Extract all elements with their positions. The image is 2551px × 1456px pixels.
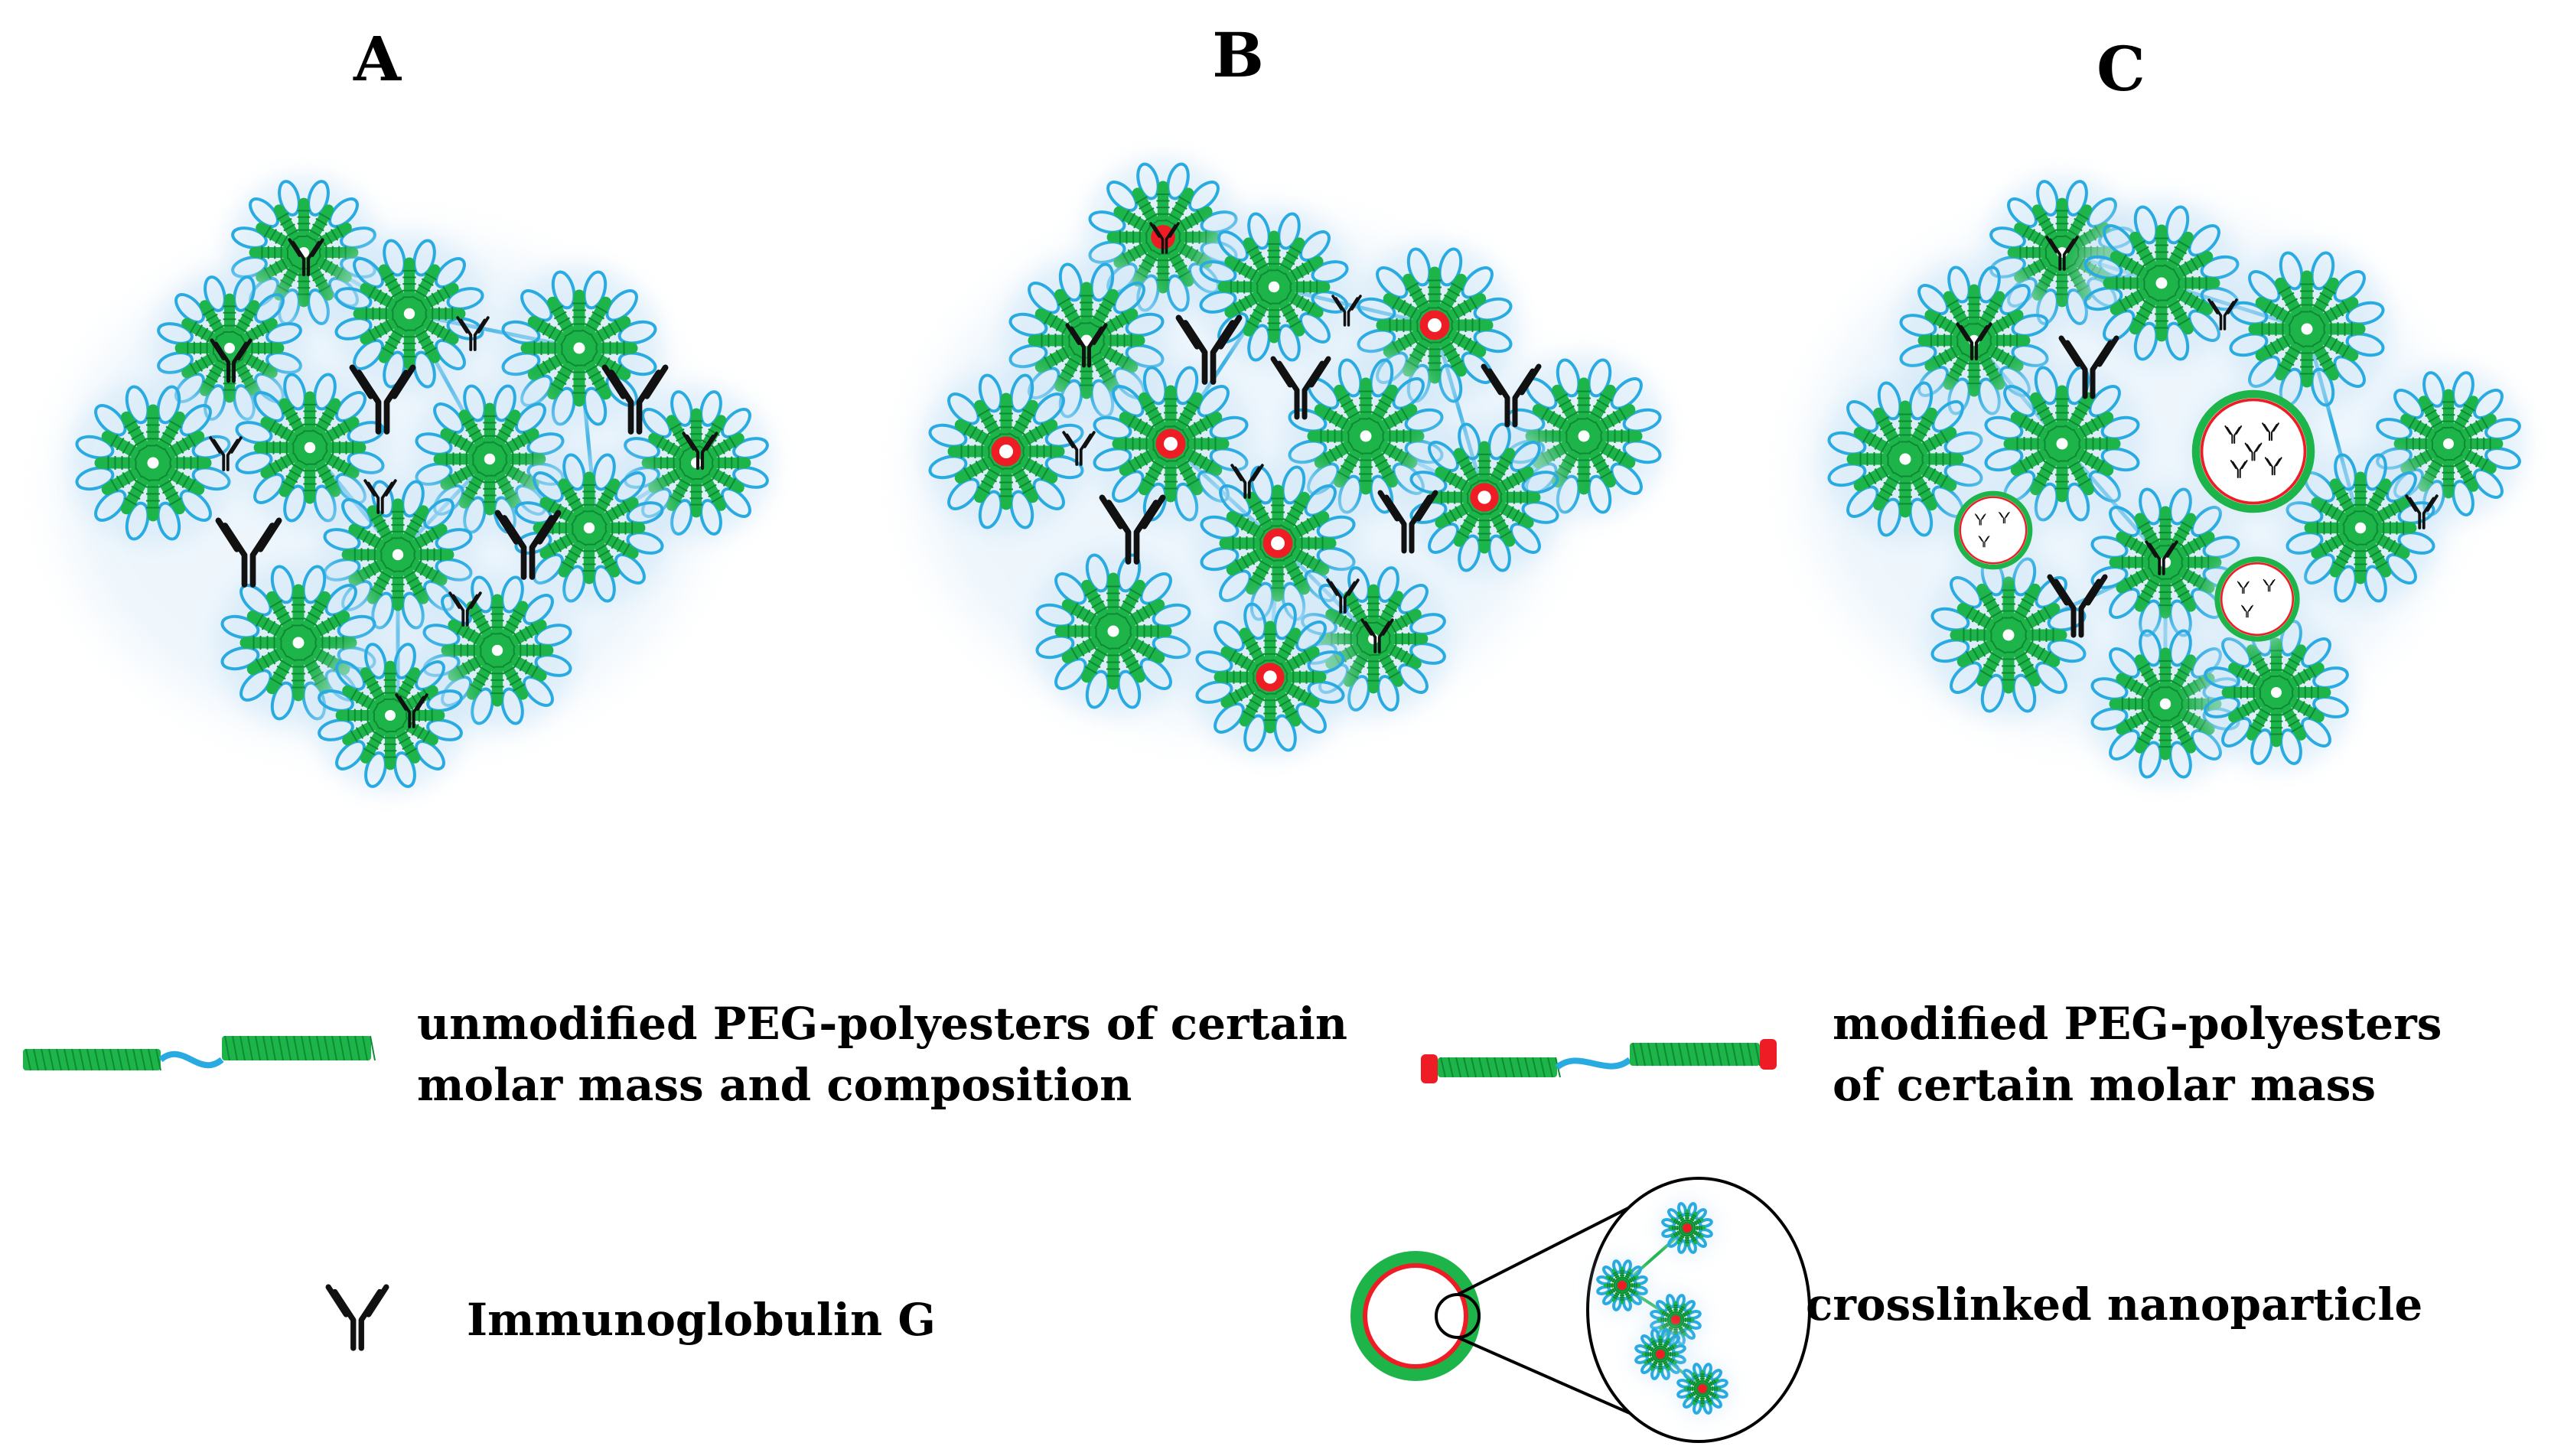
panel-label-c: C — [2097, 33, 2145, 105]
micelle — [1979, 360, 2145, 527]
micelle — [1676, 1362, 1729, 1415]
micelle — [70, 379, 236, 546]
immunoglobulin-icon — [209, 436, 243, 471]
immunoglobulin-icon — [1377, 490, 1438, 554]
legend: unmodified PEG-polyesters of certain mol… — [23, 998, 2442, 1443]
micelle — [329, 233, 490, 394]
immunoglobulin-icon — [2244, 442, 2263, 461]
unmodified-peg-chain-icon — [23, 1035, 376, 1071]
micelle — [2085, 482, 2246, 643]
micelle — [1087, 360, 1254, 527]
immunoglobulin-icon — [1065, 323, 1108, 368]
immunoglobulin-icon — [215, 517, 282, 588]
immunoglobulins — [209, 222, 2439, 728]
immunoglobulin-icon — [1149, 222, 1180, 254]
micelle — [312, 637, 468, 793]
immunoglobulin-icon — [448, 591, 482, 627]
legend-unmodified-line1: unmodified PEG-polyesters of certain — [417, 998, 1347, 1050]
immunoglobulin-icon — [1999, 511, 2010, 524]
immunoglobulin-icon — [325, 1284, 389, 1351]
immunoglobulin-icon — [1326, 578, 1360, 614]
micelle — [2370, 366, 2527, 522]
immunoglobulin-icon — [1099, 494, 1166, 565]
legend-unmodified-line2: molar mass and composition — [417, 1059, 1132, 1111]
immunoglobulin-icon — [325, 1284, 389, 1351]
micelle — [509, 448, 670, 608]
modified-peg-chain-icon — [1421, 1039, 1777, 1083]
micelle — [1404, 417, 1565, 578]
legend-nanoparticle-label: crosslinked nanoparticle — [1806, 1278, 2422, 1331]
nanoparticles — [1949, 386, 2318, 647]
nanoparticle — [1949, 486, 2038, 575]
micelle — [2280, 448, 2441, 608]
immunoglobulin-icon — [1175, 314, 1243, 385]
micelle — [230, 367, 390, 528]
immunoglobulin-icon — [1230, 464, 1264, 499]
immunoglobulin-icon — [1270, 356, 1331, 420]
immunoglobulin-icon — [494, 510, 562, 580]
immunoglobulin-icon — [1978, 536, 1990, 548]
immunoglobulin-icon — [2264, 457, 2282, 476]
immunoglobulin-icon — [1974, 513, 1986, 526]
immunoglobulin-icon — [395, 693, 428, 728]
immunoglobulin-icon — [1360, 618, 1394, 653]
immunoglobulin-icon — [2230, 460, 2248, 479]
micelle — [151, 270, 308, 426]
immunoglobulin-icon — [288, 238, 324, 277]
legend-modified-line1: modified PEG-polyesters — [1833, 998, 2442, 1050]
panel-label-b: B — [1212, 19, 1264, 91]
crosslinked-nanoparticle-icon — [1350, 1177, 1811, 1443]
micelle — [1030, 548, 1197, 715]
immunoglobulin-icon — [2145, 540, 2178, 575]
panel-label-a: A — [353, 23, 402, 95]
immunoglobulin-icon — [1062, 431, 1096, 466]
immunoglobulin-icon — [456, 316, 490, 351]
immunoglobulin-icon — [2263, 578, 2276, 592]
legend-igg-label: Immunoglobulin G — [467, 1294, 936, 1346]
micelle — [1190, 597, 1350, 757]
immunoglobulin-icon — [2405, 494, 2439, 529]
micelle — [1822, 376, 1989, 542]
immunoglobulin-icon — [2224, 425, 2243, 445]
immunoglobulin-icon — [2058, 335, 2119, 399]
nanoparticle — [2210, 552, 2305, 647]
immunoglobulin-icon — [1956, 322, 1992, 361]
micelle — [2224, 246, 2390, 412]
immunoglobulin-icon — [2045, 236, 2079, 271]
immunoglobulin-icon — [1481, 363, 1542, 428]
immunoglobulin-icon — [2237, 581, 2250, 594]
immunoglobulin-icon — [682, 432, 718, 471]
immunoglobulin-icon — [2047, 574, 2108, 638]
micelle — [923, 368, 1090, 535]
immunoglobulin-icon — [2241, 604, 2253, 618]
immunoglobulin-icon — [2262, 422, 2279, 441]
nanoparticle — [2188, 386, 2318, 516]
immunoglobulin-icon — [2207, 298, 2238, 331]
micelle — [1925, 552, 2092, 718]
immunoglobulin-icon — [363, 479, 397, 514]
micelle — [1194, 460, 1361, 627]
immunoglobulin-icon — [349, 364, 416, 435]
immunoglobulin-icon — [1331, 295, 1362, 327]
immunoglobulin-icon — [210, 338, 252, 383]
micelle — [2198, 614, 2354, 770]
legend-modified-line2: of certain molar mass — [1833, 1059, 2376, 1111]
micelle — [2078, 200, 2245, 366]
immunoglobulin-icon — [601, 364, 669, 435]
